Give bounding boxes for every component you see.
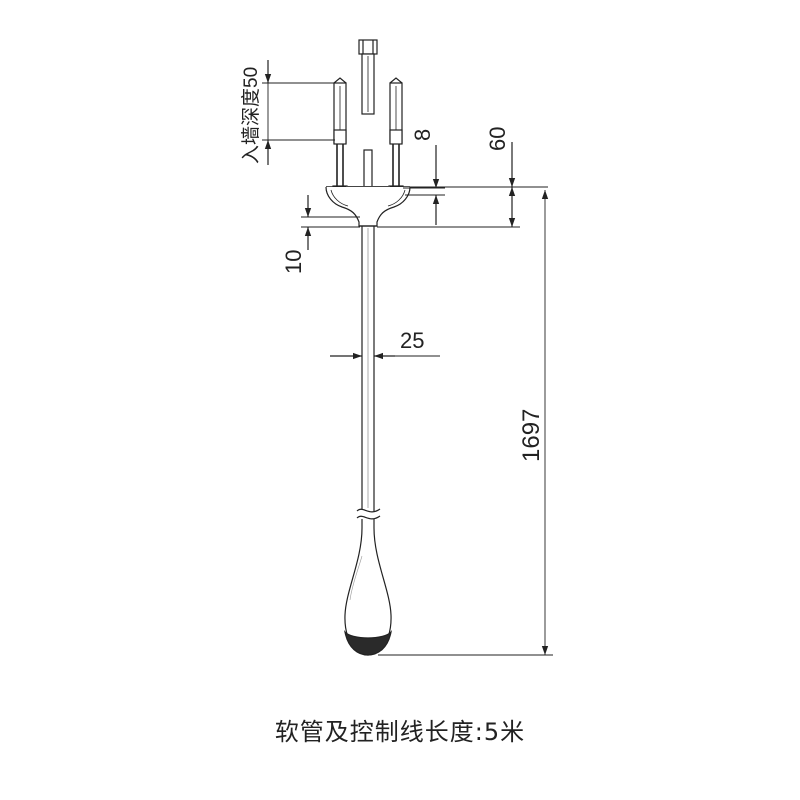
- canopy: [325, 186, 411, 227]
- dim-10: [301, 195, 360, 250]
- dim-label-wall-depth: 入墙深度50: [240, 67, 262, 164]
- dim-label-25: 25: [400, 328, 424, 353]
- left-anchor-bolt: [332, 77, 348, 197]
- dim-wall-depth: [262, 60, 335, 165]
- dim-1697: [378, 190, 553, 656]
- dim-8: [403, 145, 445, 225]
- dim-label-8: 8: [410, 129, 435, 141]
- right-anchor-bolt: [388, 77, 404, 197]
- shower-pipe: [353, 226, 382, 528]
- dim-label-60: 60: [485, 127, 510, 151]
- dim-60: [377, 142, 548, 228]
- caption: 软管及控制线长度:5米: [274, 718, 526, 746]
- dim-label-10: 10: [281, 250, 306, 274]
- shower-head: [344, 527, 392, 656]
- dim-label-1697: 1697: [518, 409, 545, 462]
- center-bolt: [358, 39, 378, 189]
